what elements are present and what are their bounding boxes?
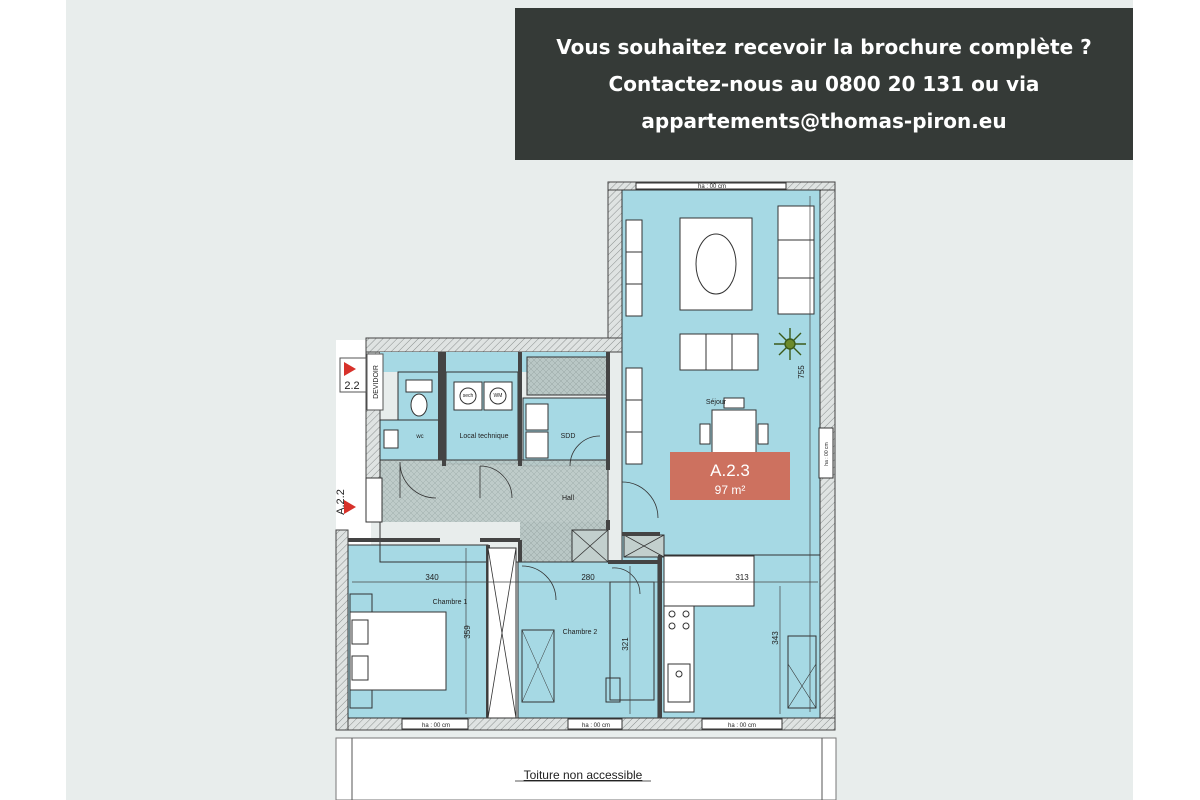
dimension-lines [352, 196, 818, 714]
banner-line-3[interactable]: appartements@thomas-piron.eu [641, 108, 1007, 133]
banner-line-2: Contactez-nous au 0800 20 131 ou via [608, 71, 1040, 96]
dimension-359: 359 [463, 625, 472, 639]
devidoir-label: DEVIDOIR [373, 365, 380, 399]
arrow-icon [344, 362, 356, 376]
unit-area: 97 m² [715, 483, 746, 497]
door-swings [399, 435, 659, 601]
room-label-chambre2: Chambre 2 [563, 629, 598, 636]
plant-icon [774, 328, 806, 360]
window-label-bottom-1: ha : 00 cm [422, 723, 450, 729]
neighbor-unit-lower: A.2.2 [335, 489, 347, 515]
dimension-343: 343 [771, 631, 780, 645]
living-furniture [625, 205, 815, 467]
window-label-top: ha : 00 cm [698, 184, 726, 190]
room-label-local-technique: Local technique [459, 433, 508, 440]
banner-line-1: Vous souhaitez recevoir la brochure comp… [556, 34, 1092, 59]
dimension-313: 313 [735, 573, 749, 582]
hall-area [379, 459, 665, 563]
bed [349, 593, 447, 709]
window-label-right: ha : 00 cm [824, 442, 830, 465]
window-label-bottom-3: ha : 00 cm [728, 723, 756, 729]
brochure-banner: Vous souhaitez recevoir la brochure comp… [515, 8, 1133, 160]
dimension-755: 755 [797, 365, 806, 379]
neighbor-unit-upper: 2.2 [344, 380, 359, 392]
room-label-wc: wc [415, 434, 423, 440]
kitchen [663, 555, 817, 713]
room-label-sdd: SDD [561, 433, 576, 440]
room-label-chambre1: Chambre 1 [433, 599, 468, 606]
wardrobe [487, 547, 517, 719]
dimension-280: 280 [581, 573, 595, 582]
sanitary-fixtures [383, 379, 549, 459]
room-label-hall: Hall [562, 495, 575, 502]
unit-badge [670, 452, 790, 500]
room-label-sejour: Séjour [706, 399, 727, 406]
fixture-label-wm: WM [494, 393, 503, 399]
arrow-icon [344, 500, 356, 514]
fixture-label-sech: sech [463, 393, 474, 399]
dimension-321: 321 [621, 637, 630, 651]
window-label-bottom-2: ha : 00 cm [582, 723, 610, 729]
windows [365, 182, 834, 730]
roof-label: Toiture non accessible [524, 768, 643, 782]
unit-id: A.2.3 [710, 461, 750, 480]
dimension-340: 340 [425, 573, 439, 582]
